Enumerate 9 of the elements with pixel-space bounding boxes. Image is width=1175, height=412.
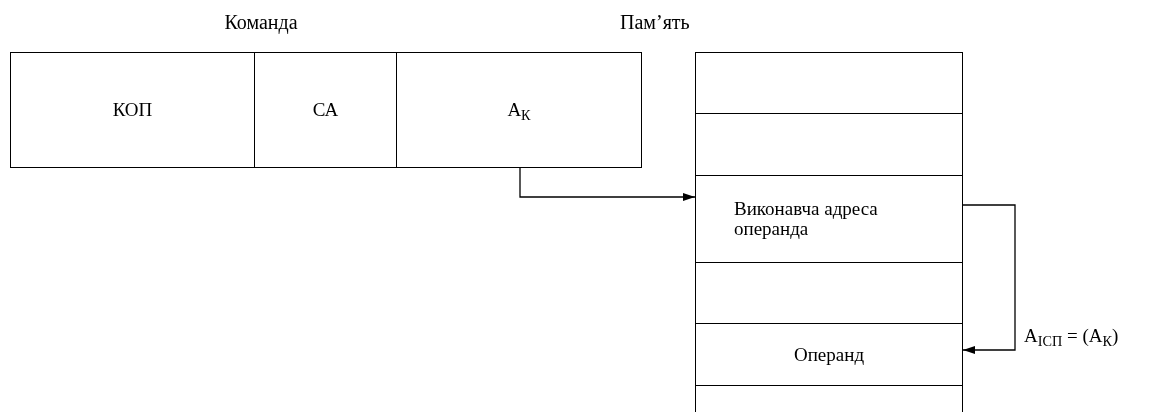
cell-text: Операнд <box>793 344 865 365</box>
cell-text: А$_{К}$ <box>507 100 531 120</box>
arrow <box>962 204 1016 354</box>
heading: Команда <box>224 10 298 36</box>
cell-text: Виконавча адреса операнда <box>734 199 879 239</box>
heading: Пам’ять <box>620 10 690 34</box>
cell-text: КОП <box>112 100 153 120</box>
arrow <box>519 167 696 201</box>
cell-text: СА <box>312 100 339 120</box>
